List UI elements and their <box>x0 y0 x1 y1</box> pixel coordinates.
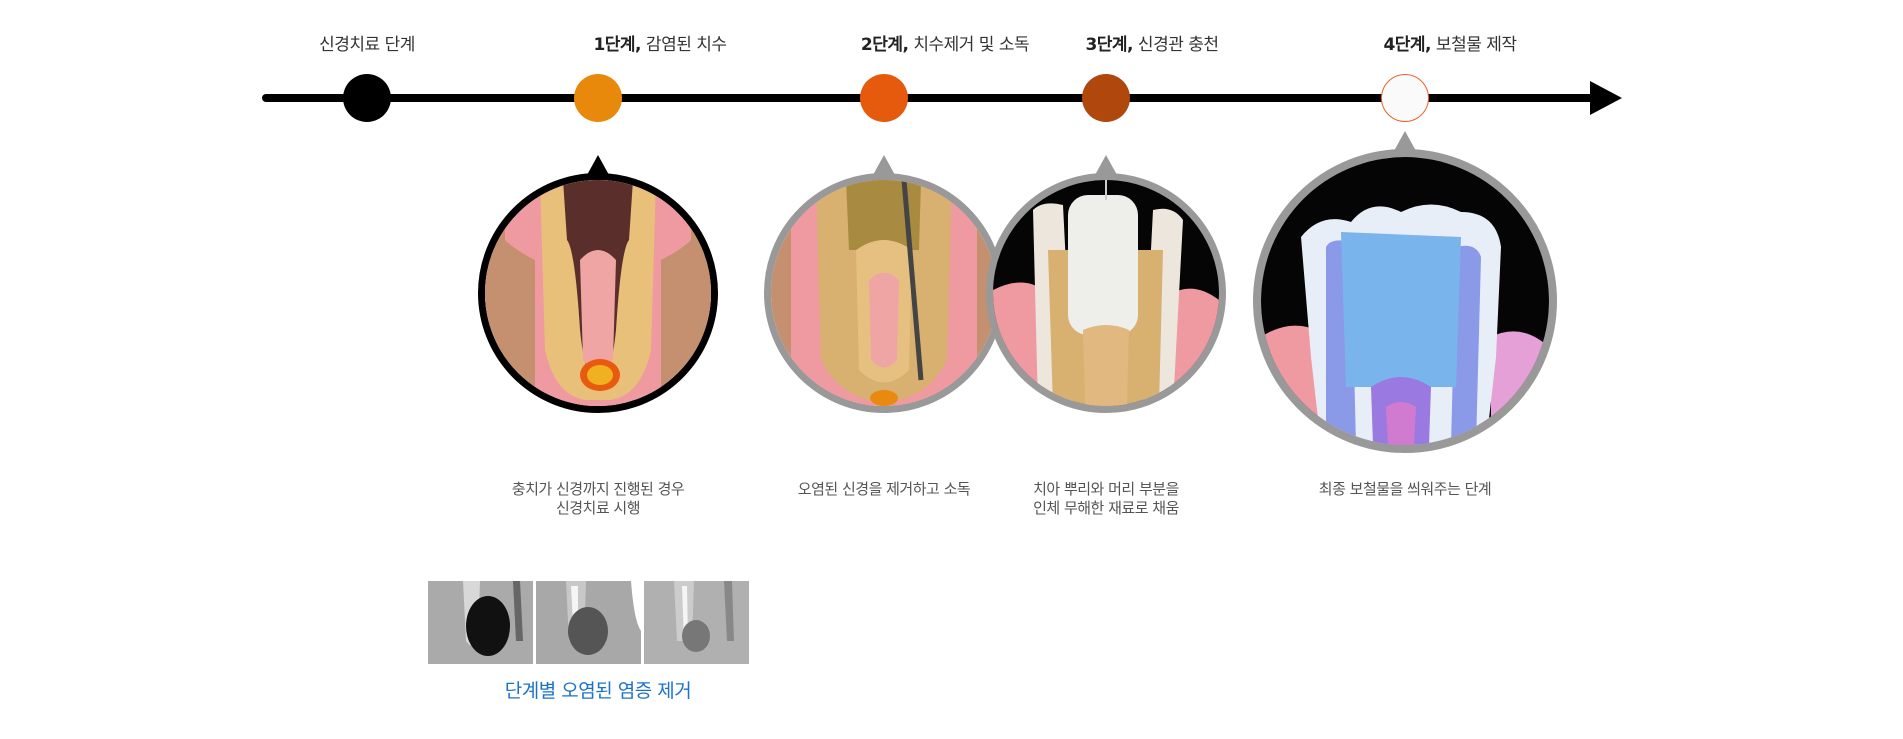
crown-prosthesis-illustration <box>1253 149 1557 453</box>
description-line: 치아 뿌리와 머리 부분을 <box>1033 480 1179 498</box>
timeline-dot-step3 <box>1082 74 1130 122</box>
step-prefix: 1단계, <box>593 35 642 55</box>
step-title-4: 4단계, 보철물 제작 <box>1383 30 1517 55</box>
step-prefix: 2단계, <box>860 35 909 55</box>
xray-before-image <box>428 581 533 664</box>
pulp-removal-illustration <box>764 173 1004 413</box>
timeline-dot-step2 <box>860 74 908 122</box>
timeline-line <box>262 94 1597 102</box>
step-title-intro: 신경치료 단계 <box>319 30 415 55</box>
step-prefix: 4단계, <box>1383 35 1432 55</box>
pointer-triangle-icon <box>1394 131 1416 151</box>
timeline-dot-step4 <box>1381 74 1429 122</box>
xray-strip <box>428 581 749 664</box>
description-step1: 충치가 신경까지 진행된 경우 신경치료 시행 <box>511 480 685 518</box>
description-line: 신경치료 시행 <box>555 499 641 517</box>
timeline-dot-step1 <box>574 74 622 122</box>
pointer-triangle-icon <box>1095 155 1117 175</box>
description-step4: 최종 보철물을 씌워주는 단계 <box>1318 480 1492 499</box>
timeline-dot-intro <box>343 74 391 122</box>
description-line: 오염된 신경을 제거하고 소독 <box>797 480 971 498</box>
step-title-1: 1단계, 감염된 치수 <box>593 30 727 55</box>
description-line: 인체 무해한 재료로 채움 <box>1033 499 1179 517</box>
description-line: 충치가 신경까지 진행된 경우 <box>511 480 685 498</box>
pointer-triangle-icon <box>873 155 895 175</box>
infected-tooth-illustration <box>478 173 718 413</box>
timeline-arrow-icon <box>1590 81 1622 115</box>
step-label: 감염된 치수 <box>641 35 727 55</box>
step-title-2: 2단계, 치수제거 및 소독 <box>860 30 1030 55</box>
step-prefix: 3단계, <box>1085 35 1134 55</box>
step-label: 치수제거 및 소독 <box>908 35 1030 55</box>
xray-after-image <box>644 581 749 664</box>
description-step2: 오염된 신경을 제거하고 소독 <box>797 480 971 499</box>
description-step3: 치아 뿌리와 머리 부분을 인체 무해한 재료로 채움 <box>1033 480 1179 518</box>
description-line: 최종 보철물을 씌워주는 단계 <box>1318 480 1492 498</box>
step-label: 보철물 제작 <box>1431 35 1517 55</box>
step-title-3: 3단계, 신경관 충천 <box>1085 30 1219 55</box>
step-label: 신경관 충천 <box>1133 35 1219 55</box>
pointer-triangle-icon <box>587 155 609 175</box>
step-label: 신경치료 단계 <box>319 35 415 55</box>
xray-caption: 단계별 오염된 염증 제거 <box>504 680 692 702</box>
xray-during-image <box>536 581 641 664</box>
canal-filling-illustration <box>986 173 1226 413</box>
